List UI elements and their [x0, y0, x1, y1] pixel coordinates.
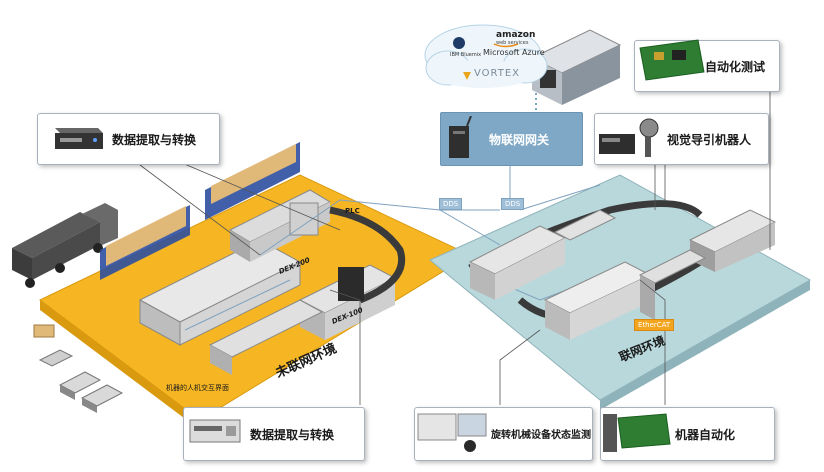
- callout-data-extraction-bottom: 数据提取与转换: [183, 407, 365, 461]
- truck: [12, 203, 118, 288]
- ipc-device-top-icon: [55, 128, 103, 149]
- ipc-device-bottom-icon: [189, 419, 241, 443]
- unconnected-floor-edge: [40, 300, 200, 430]
- connected-floor-edge: [600, 280, 810, 410]
- callout-label: 视觉导引机器人: [667, 133, 752, 147]
- callout-label: 机器自动化: [675, 428, 736, 442]
- connected-production-line: [468, 200, 777, 340]
- callout-data-extraction-top: 数据提取与转换: [37, 113, 220, 165]
- callout-label: 旋转机械设备状态监测: [491, 430, 591, 441]
- gateway-device-icon: [449, 116, 472, 158]
- cloud-vortex: VORTEX: [474, 68, 521, 79]
- agv-carts: [33, 324, 124, 413]
- cloud-bluemix: IBM Bluemix: [450, 52, 482, 58]
- callout-label: 数据提取与转换: [250, 428, 335, 442]
- hmi-label: 机器的人机交互界面: [166, 384, 229, 392]
- vision-robot-icon: [599, 118, 659, 157]
- warehouse-racks: [100, 142, 300, 280]
- ethercat-tag: EtherCAT: [634, 319, 675, 331]
- network-lines: [184, 164, 621, 331]
- callout-label: 数据提取与转换: [112, 133, 197, 147]
- gateway-label: 物联网网关: [489, 133, 550, 147]
- cloud-azure: Microsoft Azure: [483, 48, 545, 57]
- dds-tag-right: DDS: [501, 198, 525, 210]
- plc-tag: PLC: [345, 207, 360, 215]
- cloud-amazon-sub: web services: [496, 40, 529, 46]
- callout-label: 自动化测试: [705, 60, 766, 74]
- monitoring-device-icon: [417, 413, 487, 452]
- iot-gateway-box: 物联网网关: [440, 112, 583, 166]
- dds-tag-left: DDS: [439, 198, 463, 210]
- automation-test-card-icon: [639, 39, 705, 81]
- amazon-smile-icon: [493, 43, 519, 48]
- cloud-amazon: amazon: [496, 30, 536, 40]
- bluemix-logo-icon: [453, 37, 465, 49]
- machine-automation-card-icon: [603, 413, 671, 452]
- vortex-logo-icon: [463, 72, 471, 80]
